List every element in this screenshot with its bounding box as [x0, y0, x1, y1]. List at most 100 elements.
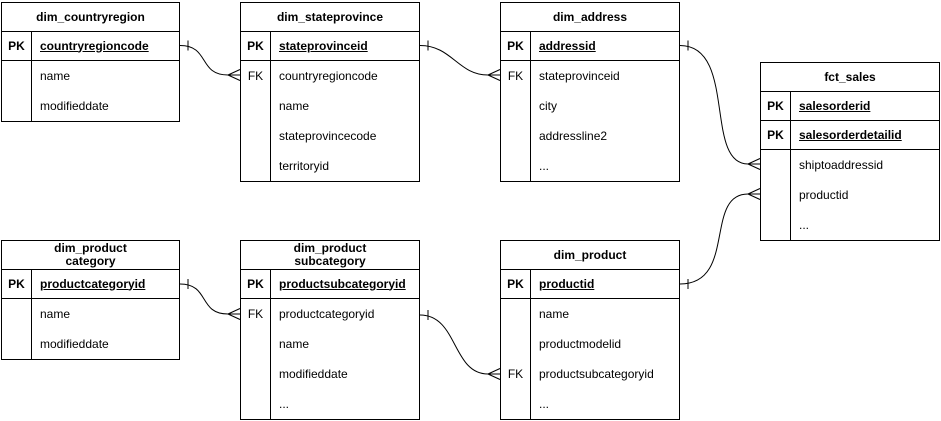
key-label	[241, 121, 271, 151]
key-label	[2, 299, 32, 329]
key-label	[501, 121, 531, 151]
relationship-stateprovince-address[interactable]	[419, 40, 501, 81]
entity-field-row: modifieddate	[2, 329, 179, 359]
relationship-wire	[179, 45, 229, 76]
entity-field-row: modifieddate	[241, 359, 419, 389]
entity-field-row: ...	[501, 389, 679, 419]
entity-fct-sales[interactable]: fct_sales PK salesorderid PK salesorderd…	[760, 62, 940, 241]
relationship-product-fctsales[interactable]	[679, 188, 761, 290]
relationship-wire	[179, 283, 229, 315]
relationship-address-fctsales[interactable]	[679, 40, 761, 170]
entity-dim-productsubcategory[interactable]: dim_product subcategory PK productsubcat…	[240, 240, 420, 420]
field-name: city	[539, 98, 557, 113]
pk-field: productcategoryid	[40, 276, 146, 291]
field-name: productmodelid	[539, 336, 622, 351]
pk-field: stateprovinceid	[279, 38, 368, 53]
entity-key-row: PK productcategoryid	[2, 270, 179, 299]
field-name: name	[279, 336, 310, 351]
entity-dim-address[interactable]: dim_address PK addressid FK stateprovinc…	[500, 2, 680, 182]
pk-label: PK	[2, 270, 32, 298]
entity-dim-stateprovince[interactable]: dim_stateprovince PK stateprovinceid FK …	[240, 2, 420, 182]
relationship-wire	[419, 314, 489, 375]
pk-label: PK	[761, 92, 791, 120]
pk-label: PK	[241, 270, 271, 298]
fk-label: FK	[241, 61, 271, 91]
entity-field-row: territoryid	[241, 151, 419, 181]
entity-dim-productcategory[interactable]: dim_product category PK productcategoryi…	[1, 240, 180, 360]
pk-label: PK	[241, 32, 271, 60]
field-name: name	[40, 68, 71, 83]
field-name: modifieddate	[40, 336, 109, 351]
pk-field: addressid	[539, 38, 596, 53]
pk-label: PK	[501, 270, 531, 298]
pk-label: PK	[761, 121, 791, 149]
entity-title: dim_address	[501, 3, 679, 32]
pk-field: salesorderid	[799, 98, 871, 113]
field-name: ...	[539, 396, 550, 411]
entity-field-row: FK productsubcategoryid	[501, 359, 679, 389]
entity-field-row: ...	[761, 210, 939, 240]
entity-field-row: name	[2, 299, 179, 329]
key-label	[501, 151, 531, 181]
field-name: productcategoryid	[279, 306, 375, 321]
entity-field-row: shiptoaddressid	[761, 150, 939, 180]
key-label	[761, 180, 791, 210]
entity-title: dim_product	[501, 241, 679, 270]
crow-foot-icon	[747, 188, 761, 200]
entity-field-row: name	[241, 329, 419, 359]
relationship-productcategory-productsubcategory[interactable]	[179, 279, 241, 320]
field-name: name	[539, 306, 570, 321]
entity-key-row: PK stateprovinceid	[241, 32, 419, 61]
entity-field-row: addressline2	[501, 121, 679, 151]
key-label	[761, 150, 791, 180]
fk-label: FK	[241, 299, 271, 329]
key-label	[241, 91, 271, 121]
crow-foot-icon	[227, 69, 241, 81]
relationship-wire	[679, 45, 749, 165]
relationship-countryregion-stateprovince[interactable]	[179, 40, 241, 81]
key-label	[241, 389, 271, 419]
key-label	[241, 151, 271, 181]
entity-dim-countryregion[interactable]: dim_countryregion PK countryregioncode n…	[1, 2, 180, 122]
crow-foot-icon	[487, 368, 501, 380]
crow-foot-icon	[227, 308, 241, 320]
field-name: countryregioncode	[279, 68, 378, 83]
pk-label: PK	[501, 32, 531, 60]
key-label	[241, 329, 271, 359]
pk-field: productid	[539, 276, 595, 291]
entity-dim-product[interactable]: dim_product PK productid name productmod…	[500, 240, 680, 420]
entity-field-row: name	[501, 299, 679, 329]
key-label	[2, 61, 32, 91]
crow-foot-icon	[747, 158, 761, 170]
field-name: addressline2	[539, 128, 608, 143]
entity-key-row: PK addressid	[501, 32, 679, 61]
field-name: shiptoaddressid	[799, 157, 884, 172]
key-label	[501, 389, 531, 419]
entity-field-row: productmodelid	[501, 329, 679, 359]
entity-field-row: ...	[241, 389, 419, 419]
entity-key-row: PK salesorderdetailid	[761, 121, 939, 150]
key-label	[761, 210, 791, 240]
entity-field-row: city	[501, 91, 679, 121]
fk-label: FK	[501, 359, 531, 389]
key-label	[501, 299, 531, 329]
pk-label: PK	[2, 32, 32, 60]
field-name: modifieddate	[279, 366, 348, 381]
entity-key-row: PK productid	[501, 270, 679, 299]
field-name: ...	[539, 158, 550, 173]
entity-field-row: name	[2, 61, 179, 91]
crow-foot-icon	[487, 69, 501, 81]
pk-field: salesorderdetailid	[799, 127, 902, 142]
field-name: modifieddate	[40, 98, 109, 113]
pk-field: countryregioncode	[40, 38, 149, 53]
entity-field-row: FK productcategoryid	[241, 299, 419, 329]
entity-title: dim_stateprovince	[241, 3, 419, 32]
field-name: name	[279, 98, 310, 113]
entity-field-row: productid	[761, 180, 939, 210]
key-label	[501, 329, 531, 359]
relationship-productsubcategory-product[interactable]	[419, 310, 501, 380]
pk-field: productsubcategoryid	[279, 276, 406, 291]
field-name: stateprovinceid	[539, 68, 620, 83]
